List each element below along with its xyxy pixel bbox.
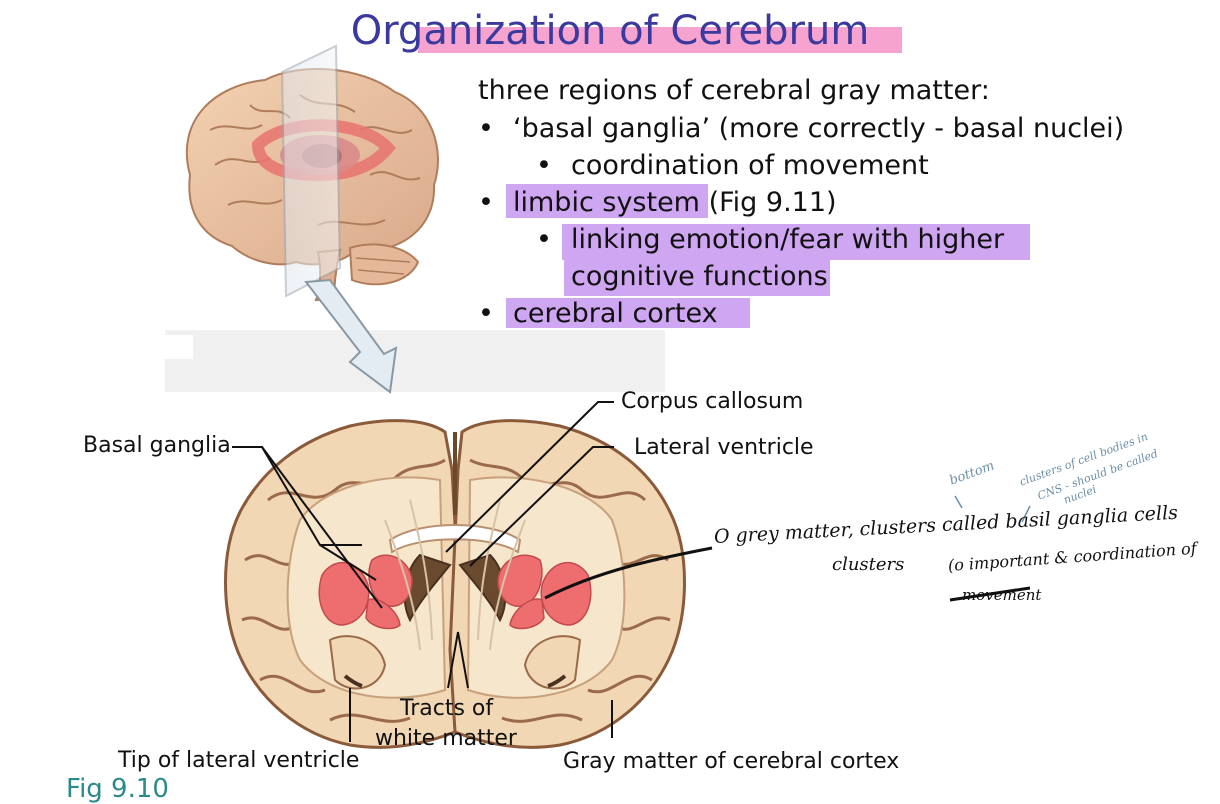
- view-arrow-icon: [304, 278, 398, 394]
- bullet-cognitive: cognitive functions: [571, 261, 828, 292]
- handwritten-note-line4: movement: [962, 586, 1042, 604]
- highlight-limbic: [506, 184, 708, 218]
- bullet-marker: •: [478, 187, 494, 218]
- label-basal-ganglia: Basal ganglia: [83, 433, 231, 458]
- bullet-marker: •: [478, 113, 494, 144]
- grey-panel: [165, 330, 665, 392]
- coronal-section: [224, 419, 686, 749]
- grey-panel-notch: [165, 335, 193, 359]
- bullet-marker: •: [536, 150, 552, 181]
- handwritten-note-line2: clusters: [832, 554, 905, 575]
- bullet-limbic: • limbic system (Fig 9.11): [478, 187, 837, 218]
- cutting-plane: [280, 44, 342, 298]
- label-tracts-line1: Tracts of: [400, 696, 494, 721]
- highlight-cortex: [506, 298, 750, 328]
- page-title: Organization of Cerebrum: [350, 8, 870, 54]
- bullet-text: cerebral cortex: [513, 298, 718, 329]
- figure-caption: Fig 9.10: [66, 774, 169, 804]
- bullet-marker: •: [478, 298, 494, 329]
- label-corpus-callosum: Corpus callosum: [621, 389, 804, 414]
- bullet-text: coordination of movement: [571, 150, 929, 181]
- figure-caption-text: Fig 9.10: [66, 774, 169, 804]
- highlight-linking: [562, 224, 1030, 260]
- label-tracts-line2: white matter: [375, 726, 517, 751]
- bullet-cortex: • cerebral cortex: [478, 298, 718, 329]
- title-highlight: [418, 27, 902, 53]
- label-gray-matter-cortex: Gray matter of cerebral cortex: [563, 749, 900, 774]
- bullet-text: limbic system (Fig 9.11): [513, 187, 837, 218]
- label-tip-lateral-ventricle: Tip of lateral ventricle: [118, 748, 360, 773]
- highlight-cognitive: [564, 260, 830, 296]
- bullet-text: ‘basal ganglia’ (more correctly - basal …: [513, 113, 1125, 144]
- bullet-text: linking emotion/fear with higher: [571, 224, 1005, 255]
- bullet-basal-ganglia: • ‘basal ganglia’ (more correctly - basa…: [478, 113, 1124, 144]
- bullet-linking: • linking emotion/fear with higher: [536, 224, 1004, 255]
- leader-lines: [232, 401, 1031, 742]
- bullet-coordination: • coordination of movement: [536, 150, 929, 181]
- bullet-marker: •: [536, 224, 552, 255]
- intro-line: three regions of cerebral gray matter:: [478, 75, 990, 106]
- label-lateral-ventricle: Lateral ventricle: [634, 435, 814, 460]
